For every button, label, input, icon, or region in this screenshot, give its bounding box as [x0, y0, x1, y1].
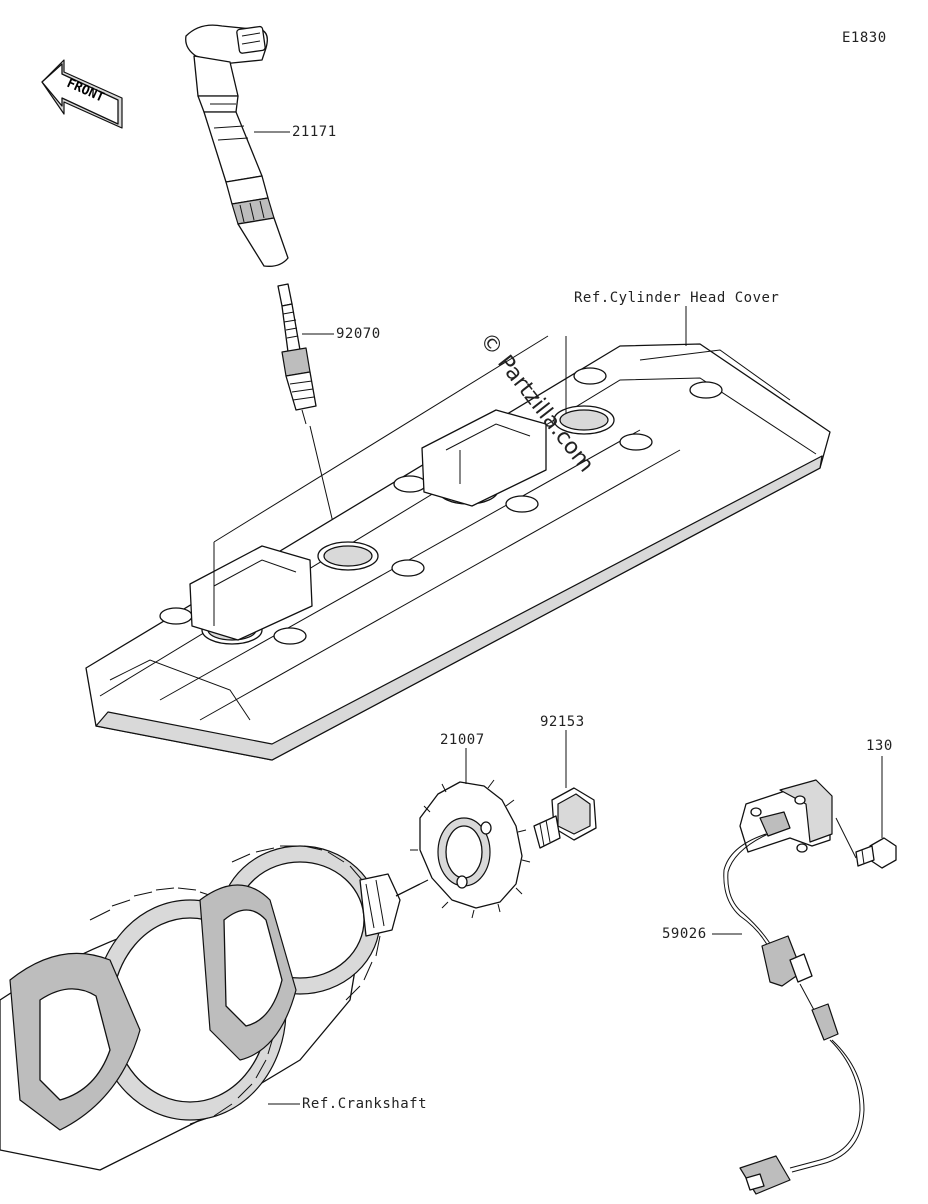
- rotor-bolt: [533, 787, 597, 849]
- part-label-rotor-bolt[interactable]: 92153: [540, 714, 585, 730]
- part-label-sensor-bolt[interactable]: 130: [866, 738, 893, 754]
- part-label-crankshaft[interactable]: Ref.Crankshaft: [302, 1096, 428, 1112]
- sensor-bolt: [855, 837, 897, 869]
- part-label-cylinder-head-cover[interactable]: Ref.Cylinder Head Cover: [574, 290, 780, 306]
- part-label-ignition-coil[interactable]: 21171: [292, 124, 337, 140]
- pickup-sensor: [723, 779, 865, 1195]
- front-arrow-icon: FRONT: [41, 59, 123, 129]
- diagram-code: E1830: [842, 30, 887, 46]
- rotor-gear: [410, 774, 531, 919]
- crankshaft: [0, 845, 421, 1171]
- cylinder-head-cover: [85, 343, 831, 761]
- spark-plug: [277, 283, 317, 425]
- part-label-rotor-gear[interactable]: 21007: [440, 732, 485, 748]
- ignition-coil: [185, 24, 289, 267]
- part-label-spark-plug[interactable]: 92070: [336, 326, 381, 342]
- part-label-pickup-sensor[interactable]: 59026: [662, 926, 707, 942]
